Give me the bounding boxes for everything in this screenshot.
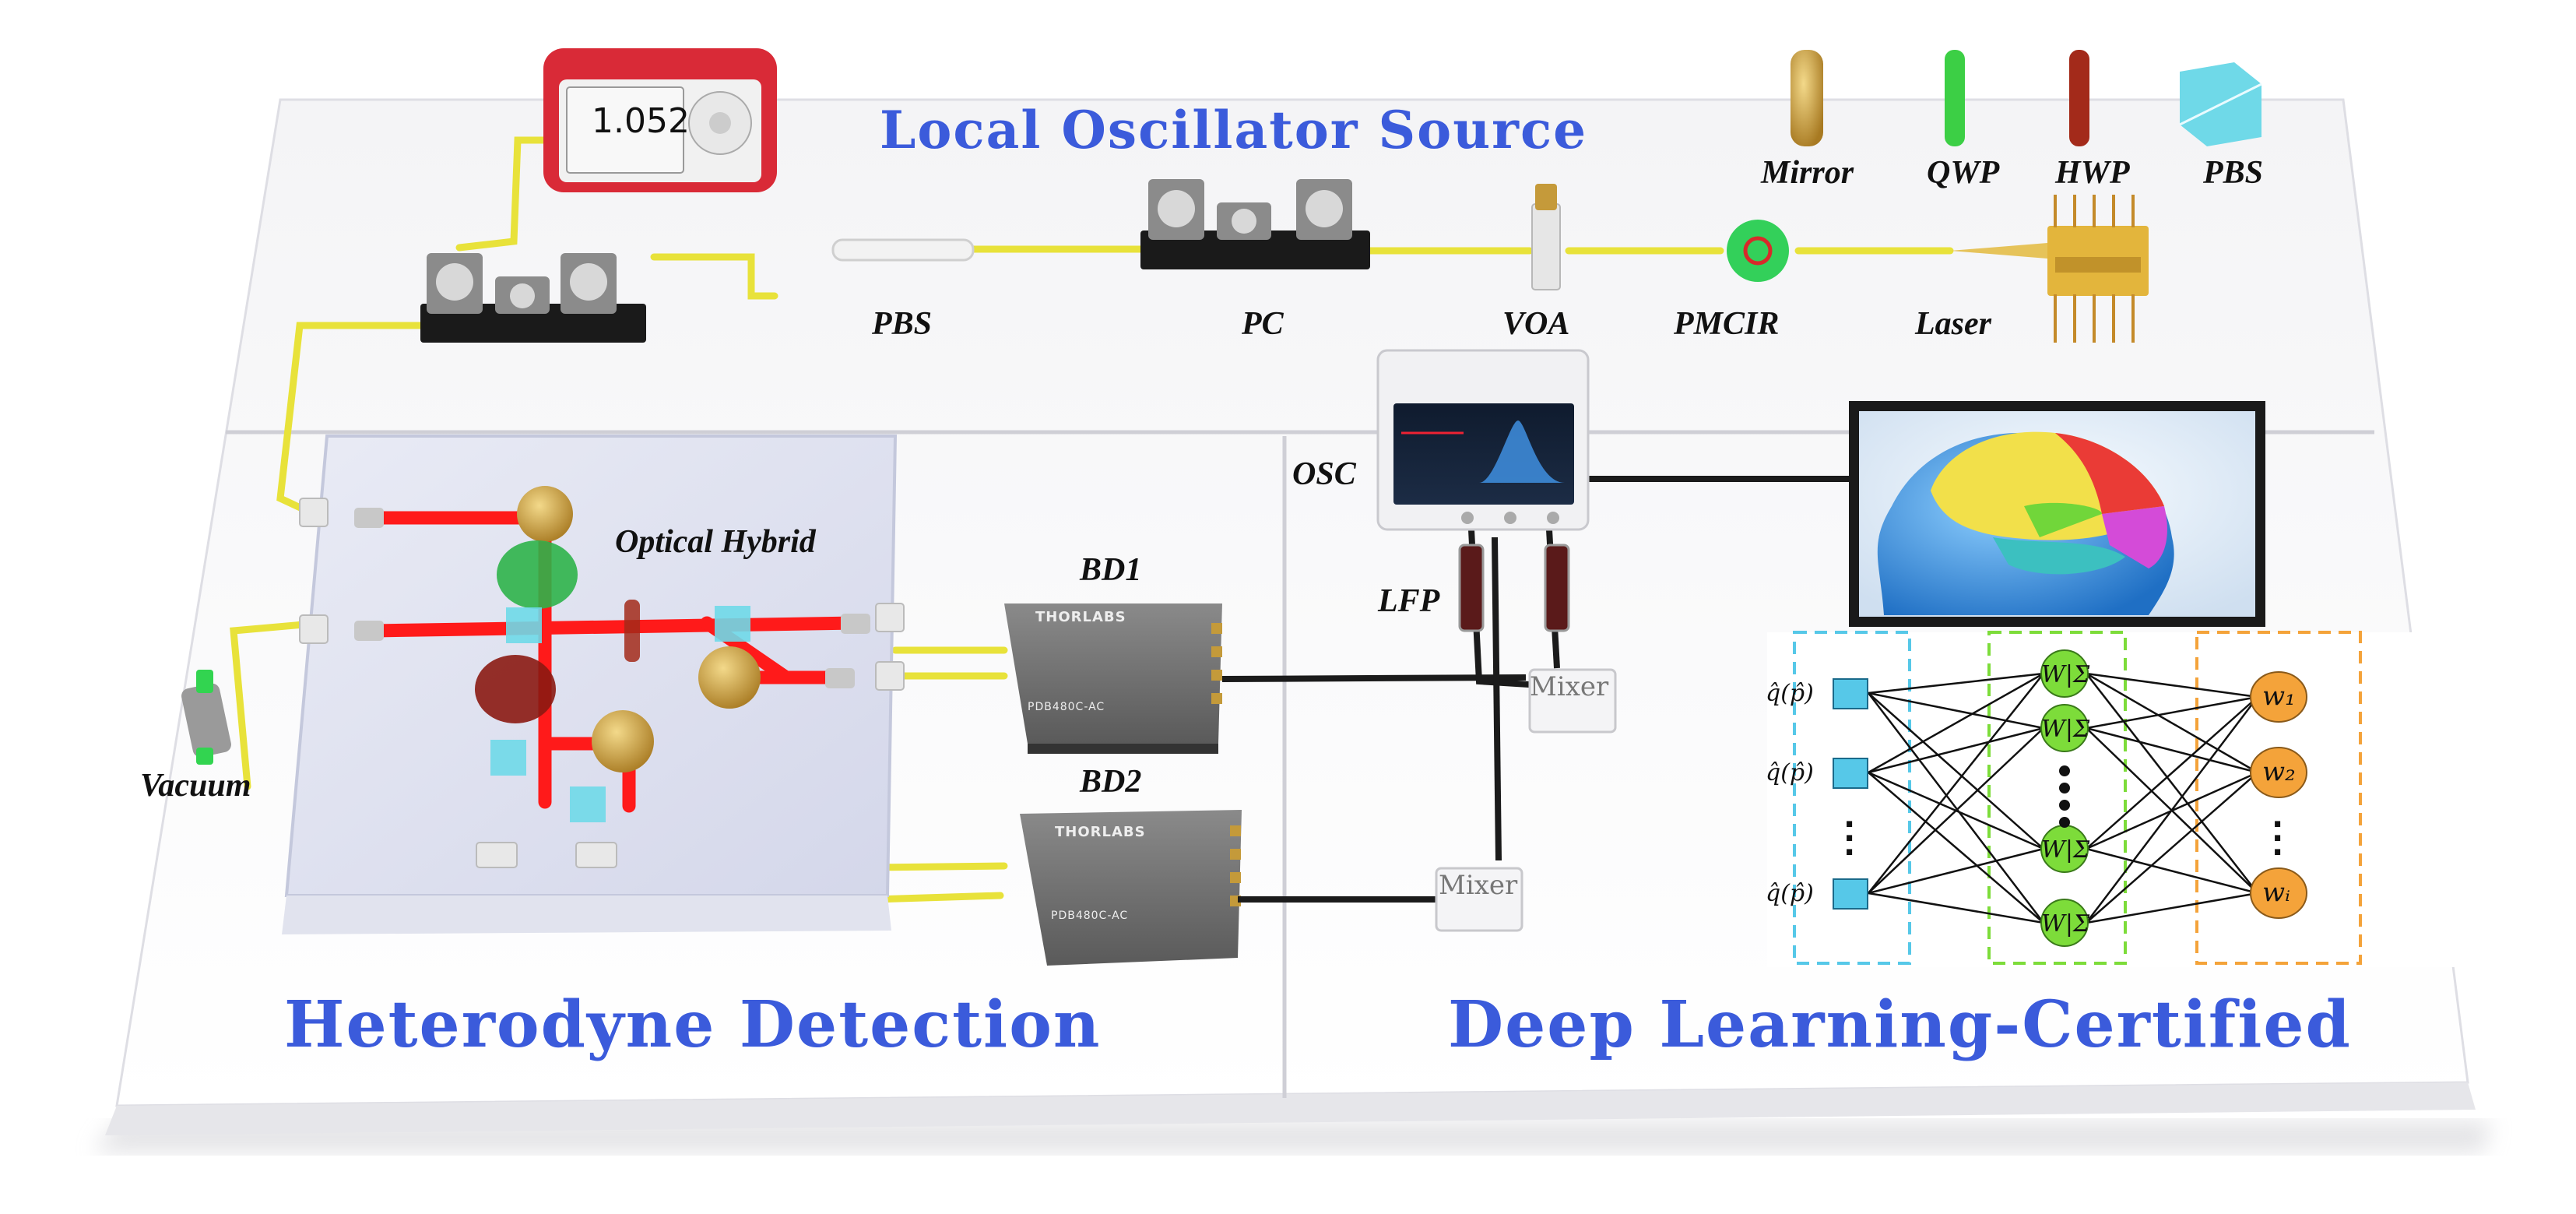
lfp-label: LFP xyxy=(1378,583,1440,619)
bd1-model: PDB480C-AC xyxy=(1028,701,1105,713)
balanced-detector-1 xyxy=(1004,603,1222,754)
nn-input-2-label: q̂(p̂) xyxy=(1766,759,1814,786)
neural-network xyxy=(1767,631,2553,967)
bd2-label: BD2 xyxy=(1080,764,1142,800)
bd2-brand: THORLABS xyxy=(1055,824,1146,840)
nn-output-3-label: wᵢ xyxy=(2262,877,2290,908)
brain-monitor xyxy=(1849,401,2265,627)
mirror-icon xyxy=(1791,50,1823,146)
deep-learning-title: Deep Learning-Certified xyxy=(1448,987,2352,1062)
pbs-label: PBS xyxy=(872,306,933,342)
vacuum-label: Vacuum xyxy=(140,768,251,804)
legend-hwp-label: HWP xyxy=(2055,155,2130,191)
laser-component xyxy=(1950,195,2149,343)
local-oscillator-title: Local Oscillator Source xyxy=(880,100,1588,160)
mixer-1 xyxy=(1528,668,1617,734)
voa-component xyxy=(1531,184,1561,290)
coax-cables xyxy=(1221,476,1853,903)
mixer-2-label: Mixer xyxy=(1439,870,1518,901)
bd1-label: BD1 xyxy=(1080,552,1142,588)
optical-hybrid-box xyxy=(282,435,905,934)
pmcir-label: PMCIR xyxy=(1674,306,1780,342)
bd2-model: PDB480C-AC xyxy=(1051,910,1129,922)
osc-label: OSC xyxy=(1292,456,1356,492)
vacuum-port xyxy=(181,670,231,765)
nn-input-ellipsis: ··· xyxy=(1843,807,1856,871)
lfp-filters xyxy=(1458,544,1570,632)
nn-output-2-label: w₂ xyxy=(2262,756,2296,787)
legend-pbs-label: PBS xyxy=(2203,155,2264,191)
power-meter-reading: 1.052 xyxy=(592,101,690,141)
qwp-icon xyxy=(1945,50,1965,146)
legend-mirror-label: Mirror xyxy=(1761,155,1854,191)
voa-label: VOA xyxy=(1502,306,1570,342)
laser-label: Laser xyxy=(1915,306,1991,342)
balanced-detector-2 xyxy=(1020,810,1242,966)
oscilloscope xyxy=(1376,349,1590,531)
nn-hidden-1-label: W|Σ xyxy=(2041,661,2090,688)
bd1-brand: THORLABS xyxy=(1035,609,1126,625)
nn-hidden-4-label: W|Σ xyxy=(2041,910,2090,938)
nn-output-ellipsis: ··· xyxy=(2272,807,2284,871)
mixer-1-label: Mixer xyxy=(1530,671,1609,702)
nn-input-1-label: q̂(p̂) xyxy=(1766,680,1814,707)
optical-hybrid-label: Optical Hybrid xyxy=(615,524,816,560)
hwp-icon xyxy=(2069,50,2089,146)
legend-qwp-label: QWP xyxy=(1927,155,2000,191)
heterodyne-detection-title: Heterodyne Detection xyxy=(284,987,1102,1062)
pc-label: PC xyxy=(1242,306,1284,342)
pbs-cube-icon xyxy=(2179,62,2262,146)
nn-hidden-3-label: W|Σ xyxy=(2041,836,2090,864)
nn-input-3-label: q̂(p̂) xyxy=(1766,880,1814,907)
pbs-component xyxy=(831,238,975,262)
pbs-fiber-pc xyxy=(420,253,646,343)
nn-hidden-2-label: W|Σ xyxy=(2041,716,2090,743)
pc-component xyxy=(1140,179,1370,269)
power-meter xyxy=(543,48,777,192)
pmcir-component xyxy=(1727,220,1789,282)
mixer-2 xyxy=(1435,867,1523,932)
nn-output-1-label: w₁ xyxy=(2262,681,2296,712)
